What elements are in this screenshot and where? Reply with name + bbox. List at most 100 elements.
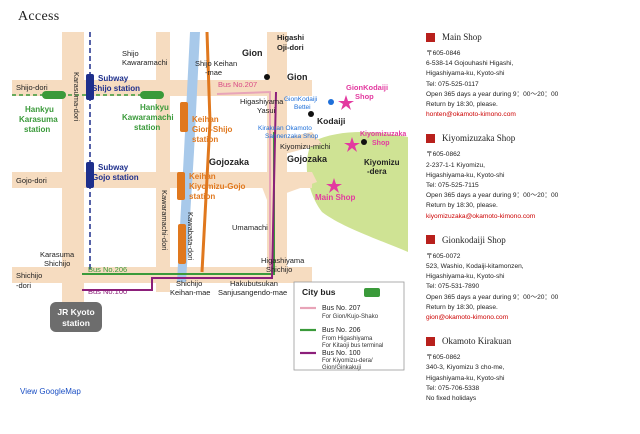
kodaiji-dot: [308, 111, 314, 117]
label-subway-shijo-1: Subway: [98, 74, 129, 83]
view-googlemap-link[interactable]: View GoogleMap: [20, 387, 81, 396]
legend-100-name: Bus No. 100: [322, 350, 361, 357]
keihan-gion-station: [180, 102, 188, 132]
label-hankyu-kawaramachi-1: Hankyu: [140, 103, 169, 112]
label-shichijo-keihan-2: Keihan-mae: [170, 288, 210, 297]
shop-main-hours: Open 365 days a year during 9：00〜20：00: [426, 90, 559, 98]
shop-main-name: Main Shop: [442, 32, 482, 42]
shop-kiyomizuzaka: Kiyomizuzaka Shop 〒605-0862 2-237-1-1 Ki…: [426, 131, 636, 221]
label-bus206: Bus No.206: [88, 265, 127, 274]
label-gionkodaiji-bettei-1: GionKodaiji: [284, 96, 317, 103]
subway-shijo-station: [86, 74, 94, 100]
label-subway-shijo-2: Shijo station: [92, 84, 140, 93]
shop-kiyomizuzaka-email[interactable]: kiyomizuzaka@okamoto-kimono.com: [426, 212, 536, 220]
shop-kirakuan-address-1: 340-3, Kiyomizu 3 cho-me,: [426, 364, 505, 372]
label-higashiyama-yasui-1: Higashiyama: [240, 97, 284, 106]
bettei-dot: [328, 99, 334, 105]
higashiyama-hills: [306, 132, 408, 252]
keihan-line: [200, 32, 212, 273]
shop-kirakuan-address-2: Higashiyama-ku, Kyoto-shi: [426, 374, 505, 382]
kiyomizuzaka-shop-star: [344, 137, 360, 152]
label-karasuma-shichijo-1: Karasuma: [40, 250, 75, 259]
shop-main-email[interactable]: honten@okamoto-kimono.com: [426, 111, 516, 119]
label-higashi: Higashi: [277, 33, 304, 42]
shop-main-postal: 〒605-0846: [426, 50, 461, 57]
bus-icon: [364, 288, 380, 297]
shop-main-address-1: 6-538-14 Gojouhashi Higashi,: [426, 60, 514, 68]
label-hakubutsukan-1: Hakubutsukan: [230, 279, 278, 288]
shop-gionkodaiji-hours: Open 365 days a year during 9：00〜20：00: [426, 293, 559, 301]
label-shijo-keihan-2: -mae: [205, 68, 222, 77]
label-hakubutsukan-2: Sanjusangendo-mae: [218, 288, 287, 297]
label-gionkodaiji-shop-2: Shop: [355, 92, 374, 101]
gion-dot: [264, 74, 270, 80]
label-dori: -dori: [16, 281, 31, 290]
label-shichijo: Shichijo: [16, 271, 42, 280]
road-kawaramachi: [156, 32, 170, 292]
label-higashiyama-shichijo-2: Shichijo: [266, 265, 292, 274]
shop-kiyomizuzaka-address-1: 2-237-1-1 Kiyomizu,: [426, 161, 486, 169]
shop-kirakuan-holidays: No fixed holidays: [426, 395, 477, 403]
shop-gionkodaiji-return: Return by 18:30, please.: [426, 303, 498, 311]
shop-gionkodaiji-address-1: 523, Washio, Kodaiji-kitamonzen,: [426, 263, 524, 271]
legend-206-desc2: For Kitaoji bus terminal: [322, 343, 383, 349]
label-kiyomizu-dera-1: Kiyomizu: [364, 158, 400, 167]
page-title: Access: [18, 9, 60, 24]
label-kawabata-dori: Kawabata-dori: [186, 212, 195, 261]
legend-100-desc1: For Kiyomizu-dera/: [322, 358, 373, 364]
shop-kirakuan-details: 〒605-0862 340-3, Kiyomizu 3 cho-me, Higa…: [426, 353, 636, 404]
label-main-shop: Main Shop: [315, 193, 356, 202]
label-gionkodaiji-shop-1: GionKodaiji: [346, 83, 388, 92]
label-gion-top: Gion: [242, 48, 263, 58]
shop-kirakuan: Okamoto Kirakuan 〒605-0862 340-3, Kiyomi…: [426, 334, 636, 404]
label-bus100: Bus No.100: [88, 287, 127, 296]
label-oji-dori: Oji-dori: [277, 43, 304, 52]
main-shop-star: [326, 178, 342, 193]
road-higashioji: [267, 32, 287, 282]
shop-gionkodaiji-tel: Tel: 075-531-7890: [426, 283, 480, 291]
label-jr-kyoto-1: JR Kyoto: [57, 307, 94, 317]
legend-207-desc1: For Gion/Kujo-Shako: [322, 314, 379, 320]
label-jr-kyoto-2: station: [62, 318, 90, 328]
subway-gojo-station: [86, 162, 94, 188]
legend-207-name: Bus No. 207: [322, 305, 361, 312]
bus-legend: City bus Bus No. 207 For Gion/Kujo-Shako…: [293, 281, 405, 371]
label-higashiyama-shichijo-1: Higashiyama: [261, 256, 305, 265]
label-keihan-gion-1: Keihan: [192, 115, 219, 124]
shop-kiyomizuzaka-hours: Open 365 days a year during 9：00〜20：00: [426, 192, 559, 200]
label-shijo-kawaramachi-2: Kawaramachi: [122, 58, 168, 67]
square-bullet-icon: [426, 235, 435, 245]
shop-main-address-2: Higashiyama-ku, Kyoto-shi: [426, 70, 505, 78]
shop-kirakuan-header: Okamoto Kirakuan: [426, 334, 636, 348]
shop-main-tel: Tel: 075-525-0117: [426, 80, 479, 88]
shop-kiyomizuzaka-header: Kiyomizuzaka Shop: [426, 131, 636, 145]
shop-kiyomizuzaka-details: 〒605-0862 2-237-1-1 Kiyomizu, Higashiyam…: [426, 150, 636, 221]
legend-title: City bus: [302, 287, 336, 297]
label-gojozaka-a: Gojozaka: [209, 157, 250, 167]
shop-gionkodaiji-name: Gionkodaiji Shop: [442, 234, 506, 245]
shop-list: Main Shop 〒605-0846 6-538-14 Gojouhashi …: [426, 30, 636, 415]
label-keihan-gion-2: Gion-Shijo: [192, 125, 233, 134]
label-higashiyama-yasui-2: Yasui: [257, 106, 276, 115]
label-shichijo-keihan-1: Shichijo: [176, 279, 202, 288]
label-kawaramachi-dori: Kawaramachi-dori: [160, 190, 169, 251]
shop-kiyomizuzaka-tel: Tel: 075-525-7115: [426, 182, 479, 190]
square-bullet-icon: [426, 133, 435, 143]
label-gionkodaiji-bettei-2: Bettei: [294, 104, 311, 111]
access-map: Karasuma-dori Higashi Oji-dori Shijo -dor…: [12, 32, 408, 372]
label-shijo-kawaramachi-1: Shijo: [122, 49, 139, 58]
kiyomizu-dera-dot: [361, 139, 367, 145]
shop-gionkodaiji-header: Gionkodaiji Shop: [426, 233, 636, 247]
legend-100-desc2: Gion/Ginkakuji: [322, 365, 361, 371]
shop-main-header: Main Shop: [426, 30, 636, 44]
label-karasuma-dori: Karasuma-dori: [72, 72, 81, 122]
gionkodaiji-shop-star: [338, 95, 354, 110]
road-gojozaka: [262, 172, 317, 200]
label-bus207: Bus No.207: [218, 80, 257, 89]
shop-main-return: Return by 18:30, please.: [426, 101, 498, 109]
shop-kiyomizuzaka-postal: 〒605-0862: [426, 151, 461, 159]
kamo-river: [177, 32, 200, 282]
label-gion: Gion: [287, 72, 308, 82]
shop-gionkodaiji-email[interactable]: gion@okamoto-kimono.com: [426, 314, 509, 322]
road-kiyomizu: [267, 132, 322, 157]
